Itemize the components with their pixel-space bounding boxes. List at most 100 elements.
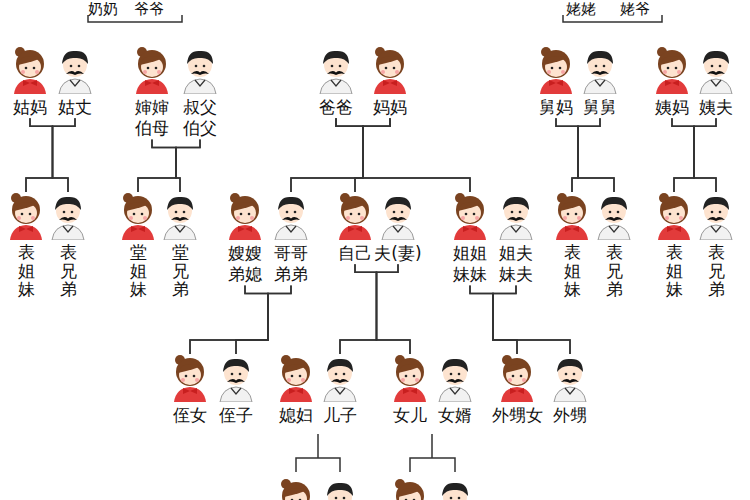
- relation-label: 表兄弟: [708, 243, 725, 299]
- person-node: 表姐妹: [6, 192, 46, 299]
- person-figure: [580, 46, 620, 94]
- person-figure: [378, 192, 418, 240]
- person-node: 侄女: [170, 354, 210, 426]
- person-figure: [439, 359, 471, 402]
- person-figure: [52, 197, 84, 240]
- family-line: [336, 118, 470, 192]
- person-node: 夫(妻): [374, 192, 421, 264]
- person-node: 哥哥 弟弟: [271, 192, 311, 286]
- person-figure: [394, 355, 426, 402]
- person-figure: [225, 192, 265, 240]
- person-figure: [180, 46, 220, 94]
- person-figure: [552, 192, 592, 240]
- person-figure: [696, 46, 736, 94]
- relation-label: 媳妇: [276, 405, 316, 426]
- family-line: [176, 140, 200, 193]
- family-line: [190, 286, 268, 355]
- person-figure: [10, 46, 50, 94]
- relative-label: 姥姥: [566, 0, 596, 18]
- person-figure: [374, 47, 406, 94]
- relation-label: 儿子: [320, 405, 360, 426]
- person-figure: [594, 192, 634, 240]
- relation-label: 舅舅: [580, 97, 620, 118]
- person-figure: [48, 192, 88, 240]
- person-node: 姐姐 妹妹: [450, 192, 490, 286]
- person-figure: [700, 51, 732, 94]
- person-node: 媳妇: [276, 354, 316, 426]
- relation-label: 妈妈: [370, 97, 410, 118]
- person-node: 外甥女: [492, 354, 543, 426]
- person-figure: [276, 354, 316, 402]
- person-node: 女儿: [390, 354, 430, 426]
- family-line: [26, 118, 53, 192]
- relation-label: 表姐妹: [666, 243, 683, 299]
- relation-label: 叔父 伯父: [180, 97, 219, 140]
- family-line: [672, 118, 716, 192]
- family-line: [572, 118, 600, 192]
- person-figure: [55, 46, 95, 94]
- person-figure: [654, 192, 694, 240]
- relation-label: 嫂嫂 弟媳: [225, 243, 264, 286]
- person-node: 表兄弟: [594, 192, 634, 299]
- grandchild-figure: [280, 479, 312, 500]
- person-figure: [118, 192, 158, 240]
- person-figure: [658, 193, 690, 240]
- relation-label: 婶婶 伯母: [132, 97, 171, 140]
- person-node: 表姐妹: [552, 192, 592, 299]
- family-line: [26, 118, 75, 192]
- family-line: [291, 118, 363, 192]
- relation-label: 女儿: [390, 405, 430, 426]
- relation-label: 姐夫 妹夫: [496, 243, 535, 286]
- person-node: 舅舅: [580, 46, 620, 118]
- family-line: [556, 118, 578, 192]
- person-figure: [10, 193, 42, 240]
- relation-label: 爸爸: [316, 97, 356, 118]
- relation-label: 姨妈: [652, 97, 692, 118]
- person-figure: [280, 355, 312, 402]
- family-line: [578, 118, 614, 192]
- person-figure: [496, 192, 536, 240]
- person-node: 叔父 伯父: [180, 46, 220, 140]
- family-line: [493, 286, 517, 355]
- person-figure: [216, 354, 256, 402]
- person-figure: [132, 46, 172, 94]
- relation-label: 姑丈: [55, 97, 95, 118]
- relation-label: 表姐妹: [564, 243, 581, 299]
- relation-label: 自己: [335, 243, 375, 264]
- person-node: 自己: [335, 192, 375, 264]
- family-line: [336, 118, 363, 192]
- person-figure: [320, 354, 360, 402]
- person-figure: [497, 354, 537, 402]
- person-figure: [320, 51, 352, 94]
- person-node: 姨妈: [652, 46, 692, 118]
- relation-label: 姨夫: [696, 97, 736, 118]
- relation-label: 外甥女: [492, 405, 543, 426]
- person-figure: [584, 51, 616, 94]
- family-line: [493, 286, 570, 355]
- person-node: 外甥: [550, 354, 590, 426]
- person-figure: [6, 192, 46, 240]
- grandchild-figure: [394, 479, 426, 500]
- relative-label: 奶奶: [88, 0, 118, 18]
- person-figure: [335, 192, 375, 240]
- person-node: 姨夫: [696, 46, 736, 118]
- family-line: [291, 118, 390, 192]
- person-figure: [370, 46, 410, 94]
- relation-label: 女婿: [435, 405, 475, 426]
- person-node: 表姐妹: [654, 192, 694, 299]
- person-figure: [160, 192, 200, 240]
- person-node: 姑丈: [55, 46, 95, 118]
- family-line: [470, 286, 570, 355]
- person-figure: [220, 359, 252, 402]
- relation-label: 表兄弟: [606, 243, 623, 299]
- grandchild-figure: [439, 483, 471, 500]
- person-figure: [324, 359, 356, 402]
- family-line: [236, 286, 268, 355]
- descendant-line: [410, 434, 455, 472]
- person-figure: [500, 197, 532, 240]
- person-figure: [554, 359, 586, 402]
- person-node: 表兄弟: [696, 192, 736, 299]
- relation-label: 外甥: [550, 405, 590, 426]
- relation-label: 姑妈: [10, 97, 50, 118]
- person-figure: [316, 46, 356, 94]
